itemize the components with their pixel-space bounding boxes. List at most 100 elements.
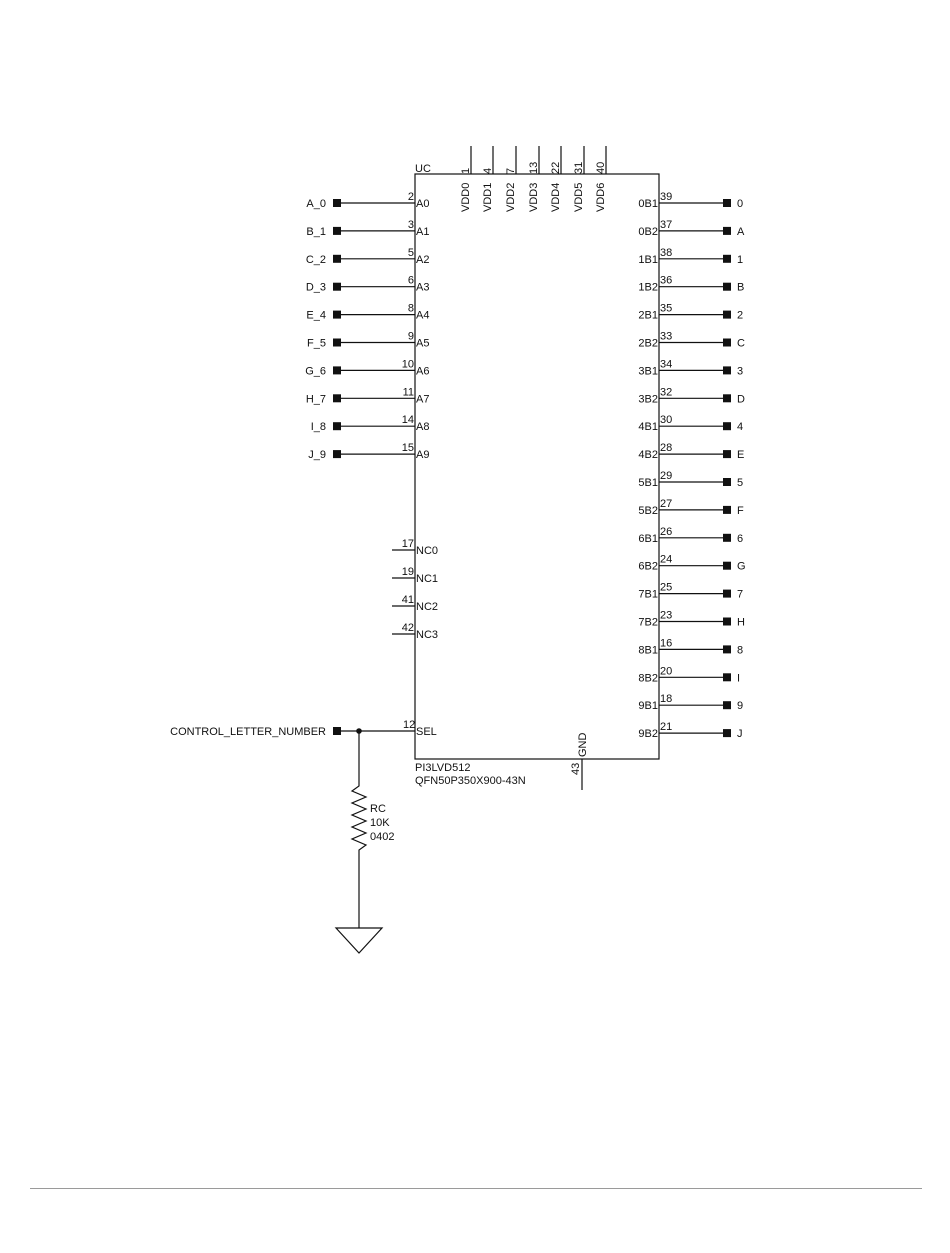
right-pin-connector[interactable] (723, 673, 731, 682)
right-pin-name: 4B2 (638, 449, 658, 461)
right-pin-connector[interactable] (723, 478, 731, 486)
right-pin-connector[interactable] (723, 533, 731, 542)
right-pin-connector[interactable] (723, 282, 731, 291)
power-pin-name: VDD1 (482, 183, 494, 212)
left-pin-number: 14 (402, 414, 414, 426)
right-pin-number: 36 (660, 275, 672, 287)
left-pin-name: A5 (416, 338, 429, 350)
right-pin-net-label: B (737, 282, 744, 294)
right-pin-connector[interactable] (723, 505, 731, 514)
left-pin-connector[interactable] (333, 450, 341, 459)
left-pin-number: 3 (408, 219, 414, 231)
resistor-value: 10K (370, 817, 390, 829)
right-pin-name: 7B1 (638, 589, 658, 601)
nc-pin-name: NC2 (416, 601, 438, 613)
right-pin-number: 33 (660, 331, 672, 343)
power-pin-number: 4 (482, 168, 494, 174)
right-pin-connector[interactable] (723, 617, 731, 626)
right-pin-net-label: J (737, 728, 743, 740)
left-pin-connector[interactable] (333, 310, 341, 319)
right-pin-number: 16 (660, 637, 672, 649)
gnd-pin-name: GND (577, 733, 589, 758)
left-pin-connector[interactable] (333, 254, 341, 263)
left-pin-connector[interactable] (333, 338, 341, 347)
right-pin-number: 32 (660, 386, 672, 398)
left-pin-connector[interactable] (333, 422, 341, 431)
right-pin-connector[interactable] (723, 450, 731, 459)
right-pin-connector[interactable] (723, 701, 731, 710)
right-pin-name: 9B1 (638, 700, 658, 712)
right-pin-number: 25 (660, 582, 672, 594)
right-pin-connector[interactable] (723, 645, 731, 654)
right-pin-connector[interactable] (723, 338, 731, 347)
right-pin-name: 6B1 (638, 533, 658, 545)
nc-pin-number: 42 (402, 622, 414, 634)
right-pin-number: 38 (660, 247, 672, 259)
right-pin-net-label: 0 (737, 198, 743, 210)
left-pin-name: A1 (416, 226, 429, 238)
left-pin-name: A0 (416, 198, 429, 210)
right-pin-name: 7B2 (638, 617, 658, 629)
left-pin-connector[interactable] (333, 394, 341, 403)
left-pin-net-label: H_7 (306, 393, 326, 405)
right-pin-connector[interactable] (723, 310, 731, 319)
right-pin-connector[interactable] (723, 729, 731, 738)
power-pin-name: VDD3 (528, 183, 540, 212)
right-pin-net-label: F (737, 505, 744, 517)
sel-connector[interactable] (333, 727, 341, 735)
right-pin-connector[interactable] (723, 226, 731, 235)
right-pin-net-label: C (737, 338, 745, 350)
left-pin-connector[interactable] (333, 282, 341, 291)
right-pin-name: 6B2 (638, 561, 658, 573)
ic-body (414, 173, 660, 760)
left-pin-net-label: J_9 (308, 449, 326, 461)
nc-pin-name: NC1 (416, 573, 438, 585)
right-pin-number: 27 (660, 498, 672, 510)
right-pin-net-label: 8 (737, 644, 743, 656)
right-pin-connector[interactable] (723, 561, 731, 570)
nc-pin-number: 19 (402, 566, 414, 578)
right-pin-net-label: E (737, 449, 744, 461)
left-pin-net-label: E_4 (306, 310, 326, 322)
right-pin-net-label: A (737, 226, 745, 238)
resistor-size: 0402 (370, 831, 394, 843)
right-pin-name: 5B2 (638, 505, 658, 517)
right-pin-net-label: 9 (737, 700, 743, 712)
power-pin-number: 40 (595, 162, 607, 174)
ic-package: QFN50P350X900-43N (415, 775, 526, 787)
right-pin-number: 26 (660, 526, 672, 538)
left-pin-name: A9 (416, 449, 429, 461)
left-pin-net-label: B_1 (306, 226, 326, 238)
right-pin-connector[interactable] (723, 394, 731, 403)
right-pin-connector[interactable] (723, 589, 731, 598)
power-pin-number: 22 (550, 162, 562, 174)
right-pin-connector[interactable] (723, 366, 731, 375)
right-pin-connector[interactable] (723, 254, 731, 263)
left-pin-connector[interactable] (333, 226, 341, 235)
right-pin-name: 9B2 (638, 728, 658, 740)
left-pin-connector[interactable] (333, 366, 341, 375)
right-pin-connector[interactable] (723, 199, 731, 207)
right-pins: 0B13900B237A1B13811B236B2B13522B233C3B13… (638, 191, 745, 740)
left-pin-number: 9 (408, 331, 414, 343)
right-pin-connector[interactable] (723, 422, 731, 431)
right-pin-number: 29 (660, 470, 672, 482)
right-pin-name: 3B2 (638, 393, 658, 405)
left-pin-connector[interactable] (333, 199, 341, 207)
